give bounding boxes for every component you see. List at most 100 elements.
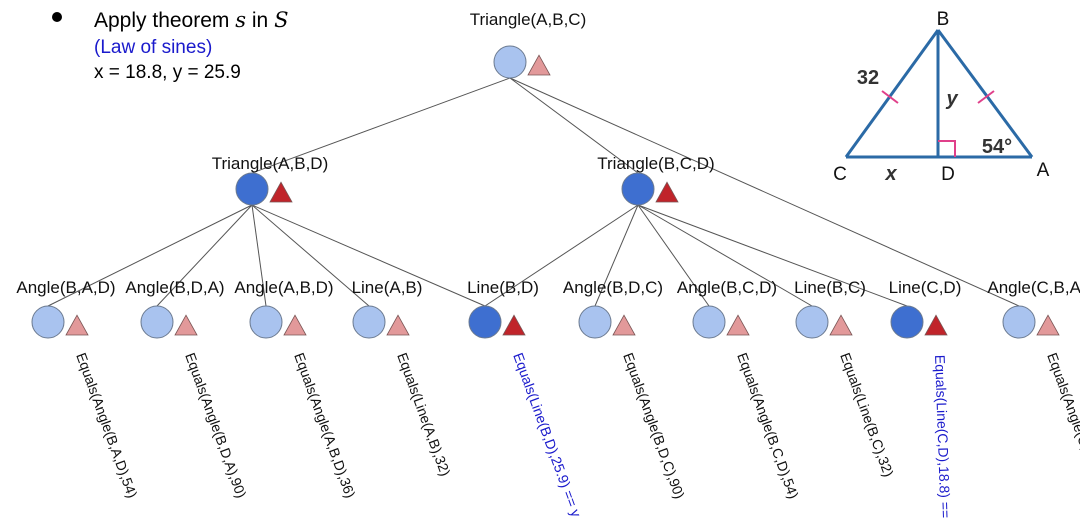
in-word: in xyxy=(251,9,269,32)
leaf-node-8-circle-icon xyxy=(795,305,829,339)
edge-to-leaf-5 xyxy=(251,204,486,307)
leaf-node-3-circle-icon xyxy=(249,305,283,339)
triangle-node-2[interactable] xyxy=(621,172,679,206)
fact-label-8: Equals(Line(B,C),32) xyxy=(837,351,897,479)
leaf-node-7-triangle-icon xyxy=(726,314,750,336)
tick-mark-bc xyxy=(881,90,899,104)
set-symbol: S xyxy=(274,8,289,32)
bullet-icon xyxy=(52,12,62,22)
leaf-node-3-label: Angle(A,B,D) xyxy=(234,278,333,297)
fact-label-7: Equals(Angle(B,C,D),54) xyxy=(734,351,802,501)
leaf-node-3[interactable] xyxy=(249,305,307,339)
fact-label-1: Equals(Angle(B,A,D),54) xyxy=(73,351,140,501)
leaf-node-5-circle-icon xyxy=(468,305,502,339)
leaf-node-8-triangle-icon xyxy=(829,314,853,336)
leaf-node-9-circle-icon xyxy=(890,305,924,339)
fact-label-3: Equals(Angle(A,B,D),36) xyxy=(291,351,358,501)
leaf-node-9-label: Line(C,D) xyxy=(889,278,962,297)
side-ba xyxy=(936,29,1034,158)
fact-label-2: Equals(Angle(B,D,A),90) xyxy=(182,351,249,501)
edge-to-leaf-1 xyxy=(47,204,253,307)
leaf-node-2-triangle-icon xyxy=(174,314,198,336)
vertex-b-label: B xyxy=(937,9,950,30)
step-description: Apply theorem s in S xyxy=(94,8,288,33)
leaf-node-10-circle-icon xyxy=(1002,305,1036,339)
leaf-node-5-triangle-icon xyxy=(502,314,526,336)
leaf-node-6[interactable] xyxy=(578,305,636,339)
theorem-name: (Law of sines) xyxy=(94,37,213,58)
side-length-label: 32 xyxy=(857,67,879,89)
triangle-node-1[interactable] xyxy=(235,172,293,206)
tree-labels: Triangle(A,B,C) Triangle(A,B,D) Triangle(B… xyxy=(16,10,1080,297)
leaf-node-9[interactable] xyxy=(890,305,948,339)
leaf-node-5-label: Line(B,D) xyxy=(467,278,539,297)
leaf-node-4-label: Line(A,B) xyxy=(352,278,423,297)
fact-label-4: Equals(Line(A,B),32) xyxy=(394,351,453,479)
leaf-node-6-label: Angle(B,D,C) xyxy=(563,278,663,297)
height-label: y xyxy=(945,88,958,110)
triangle-node-1-triangle-icon xyxy=(269,181,293,203)
leaf-node-6-triangle-icon xyxy=(612,314,636,336)
edge-to-leaf-6 xyxy=(594,204,639,307)
tree-nodes xyxy=(31,45,1060,339)
triangle-node-2-circle-icon xyxy=(621,172,655,206)
edge-to-leaf-7 xyxy=(637,204,710,307)
vertex-c-label: C xyxy=(833,164,847,185)
leaf-node-1-triangle-icon xyxy=(65,314,89,336)
right-angle-mark xyxy=(938,140,956,157)
triangle-node-2-label: Triangle(B,C,D) xyxy=(597,154,714,173)
leaf-node-1-circle-icon xyxy=(31,305,65,339)
leaf-node-6-circle-icon xyxy=(578,305,612,339)
fact-label-5: Equals(Line(B,D),25.9) == y xyxy=(510,351,584,520)
leaf-node-10-label: Angle(C,B,A) xyxy=(987,278,1080,297)
leaf-node-5[interactable] xyxy=(468,305,526,339)
edge-to-leaf-2 xyxy=(156,204,253,307)
tree-edges xyxy=(47,77,1020,307)
base-label: x xyxy=(884,163,897,185)
edge-to-leaf-4 xyxy=(251,204,370,307)
edge-root-to-triangle-2 xyxy=(509,77,639,174)
leaf-node-10[interactable] xyxy=(1002,305,1060,339)
leaf-node-2-circle-icon xyxy=(140,305,174,339)
step-prefix: Apply theorem xyxy=(94,9,230,32)
leaf-node-9-triangle-icon xyxy=(924,314,948,336)
edge-root-to-triangle-1 xyxy=(251,77,511,174)
leaf-node-4-triangle-icon xyxy=(386,314,410,336)
fact-label-10: Equals(Angle(C,B,A),72) xyxy=(1044,351,1080,501)
edge-to-leaf-3 xyxy=(251,204,267,307)
leaf-node-1-label: Angle(B,A,D) xyxy=(16,278,115,297)
vertex-d-label: D xyxy=(941,164,955,185)
fact-labels: Equals(Angle(B,A,D),54) Equals(Angle(B,D,… xyxy=(73,351,1080,522)
leaf-node-7[interactable] xyxy=(692,305,750,339)
triangle-node-1-label: Triangle(A,B,D) xyxy=(212,154,329,173)
triangle-figure: B C D A 32 y x 54° xyxy=(833,9,1050,185)
edge-shared-line-bd xyxy=(484,204,639,307)
fact-label-9: Equals(Line(C,D),18.8) == x xyxy=(932,355,954,522)
leaf-node-7-label: Angle(B,C,D) xyxy=(677,278,777,297)
edge-to-leaf-8 xyxy=(637,204,813,307)
result-values: x = 18.8, y = 25.9 xyxy=(94,62,241,83)
edge-to-leaf-10 xyxy=(509,77,1020,307)
tick-mark-ba xyxy=(977,90,995,104)
leaf-node-4[interactable] xyxy=(352,305,410,339)
theorem-symbol: s xyxy=(235,8,247,32)
root-node[interactable] xyxy=(493,45,551,79)
triangle-node-1-circle-icon xyxy=(235,172,269,206)
leaf-node-8-label: Line(B,C) xyxy=(794,278,866,297)
leaf-node-2[interactable] xyxy=(140,305,198,339)
leaf-node-8[interactable] xyxy=(795,305,853,339)
root-node-circle-icon xyxy=(493,45,527,79)
angle-label: 54° xyxy=(982,136,1012,158)
leaf-node-7-circle-icon xyxy=(692,305,726,339)
leaf-node-10-triangle-icon xyxy=(1036,314,1060,336)
triangle-node-2-triangle-icon xyxy=(655,181,679,203)
leaf-node-4-circle-icon xyxy=(352,305,386,339)
leaf-node-1[interactable] xyxy=(31,305,89,339)
leaf-node-2-label: Angle(B,D,A) xyxy=(125,278,224,297)
leaf-node-3-triangle-icon xyxy=(283,314,307,336)
side-bc xyxy=(844,29,940,158)
fact-label-6: Equals(Angle(B,D,C),90) xyxy=(620,351,688,501)
root-node-label: Triangle(A,B,C) xyxy=(470,10,587,29)
edge-to-leaf-9 xyxy=(637,204,908,307)
